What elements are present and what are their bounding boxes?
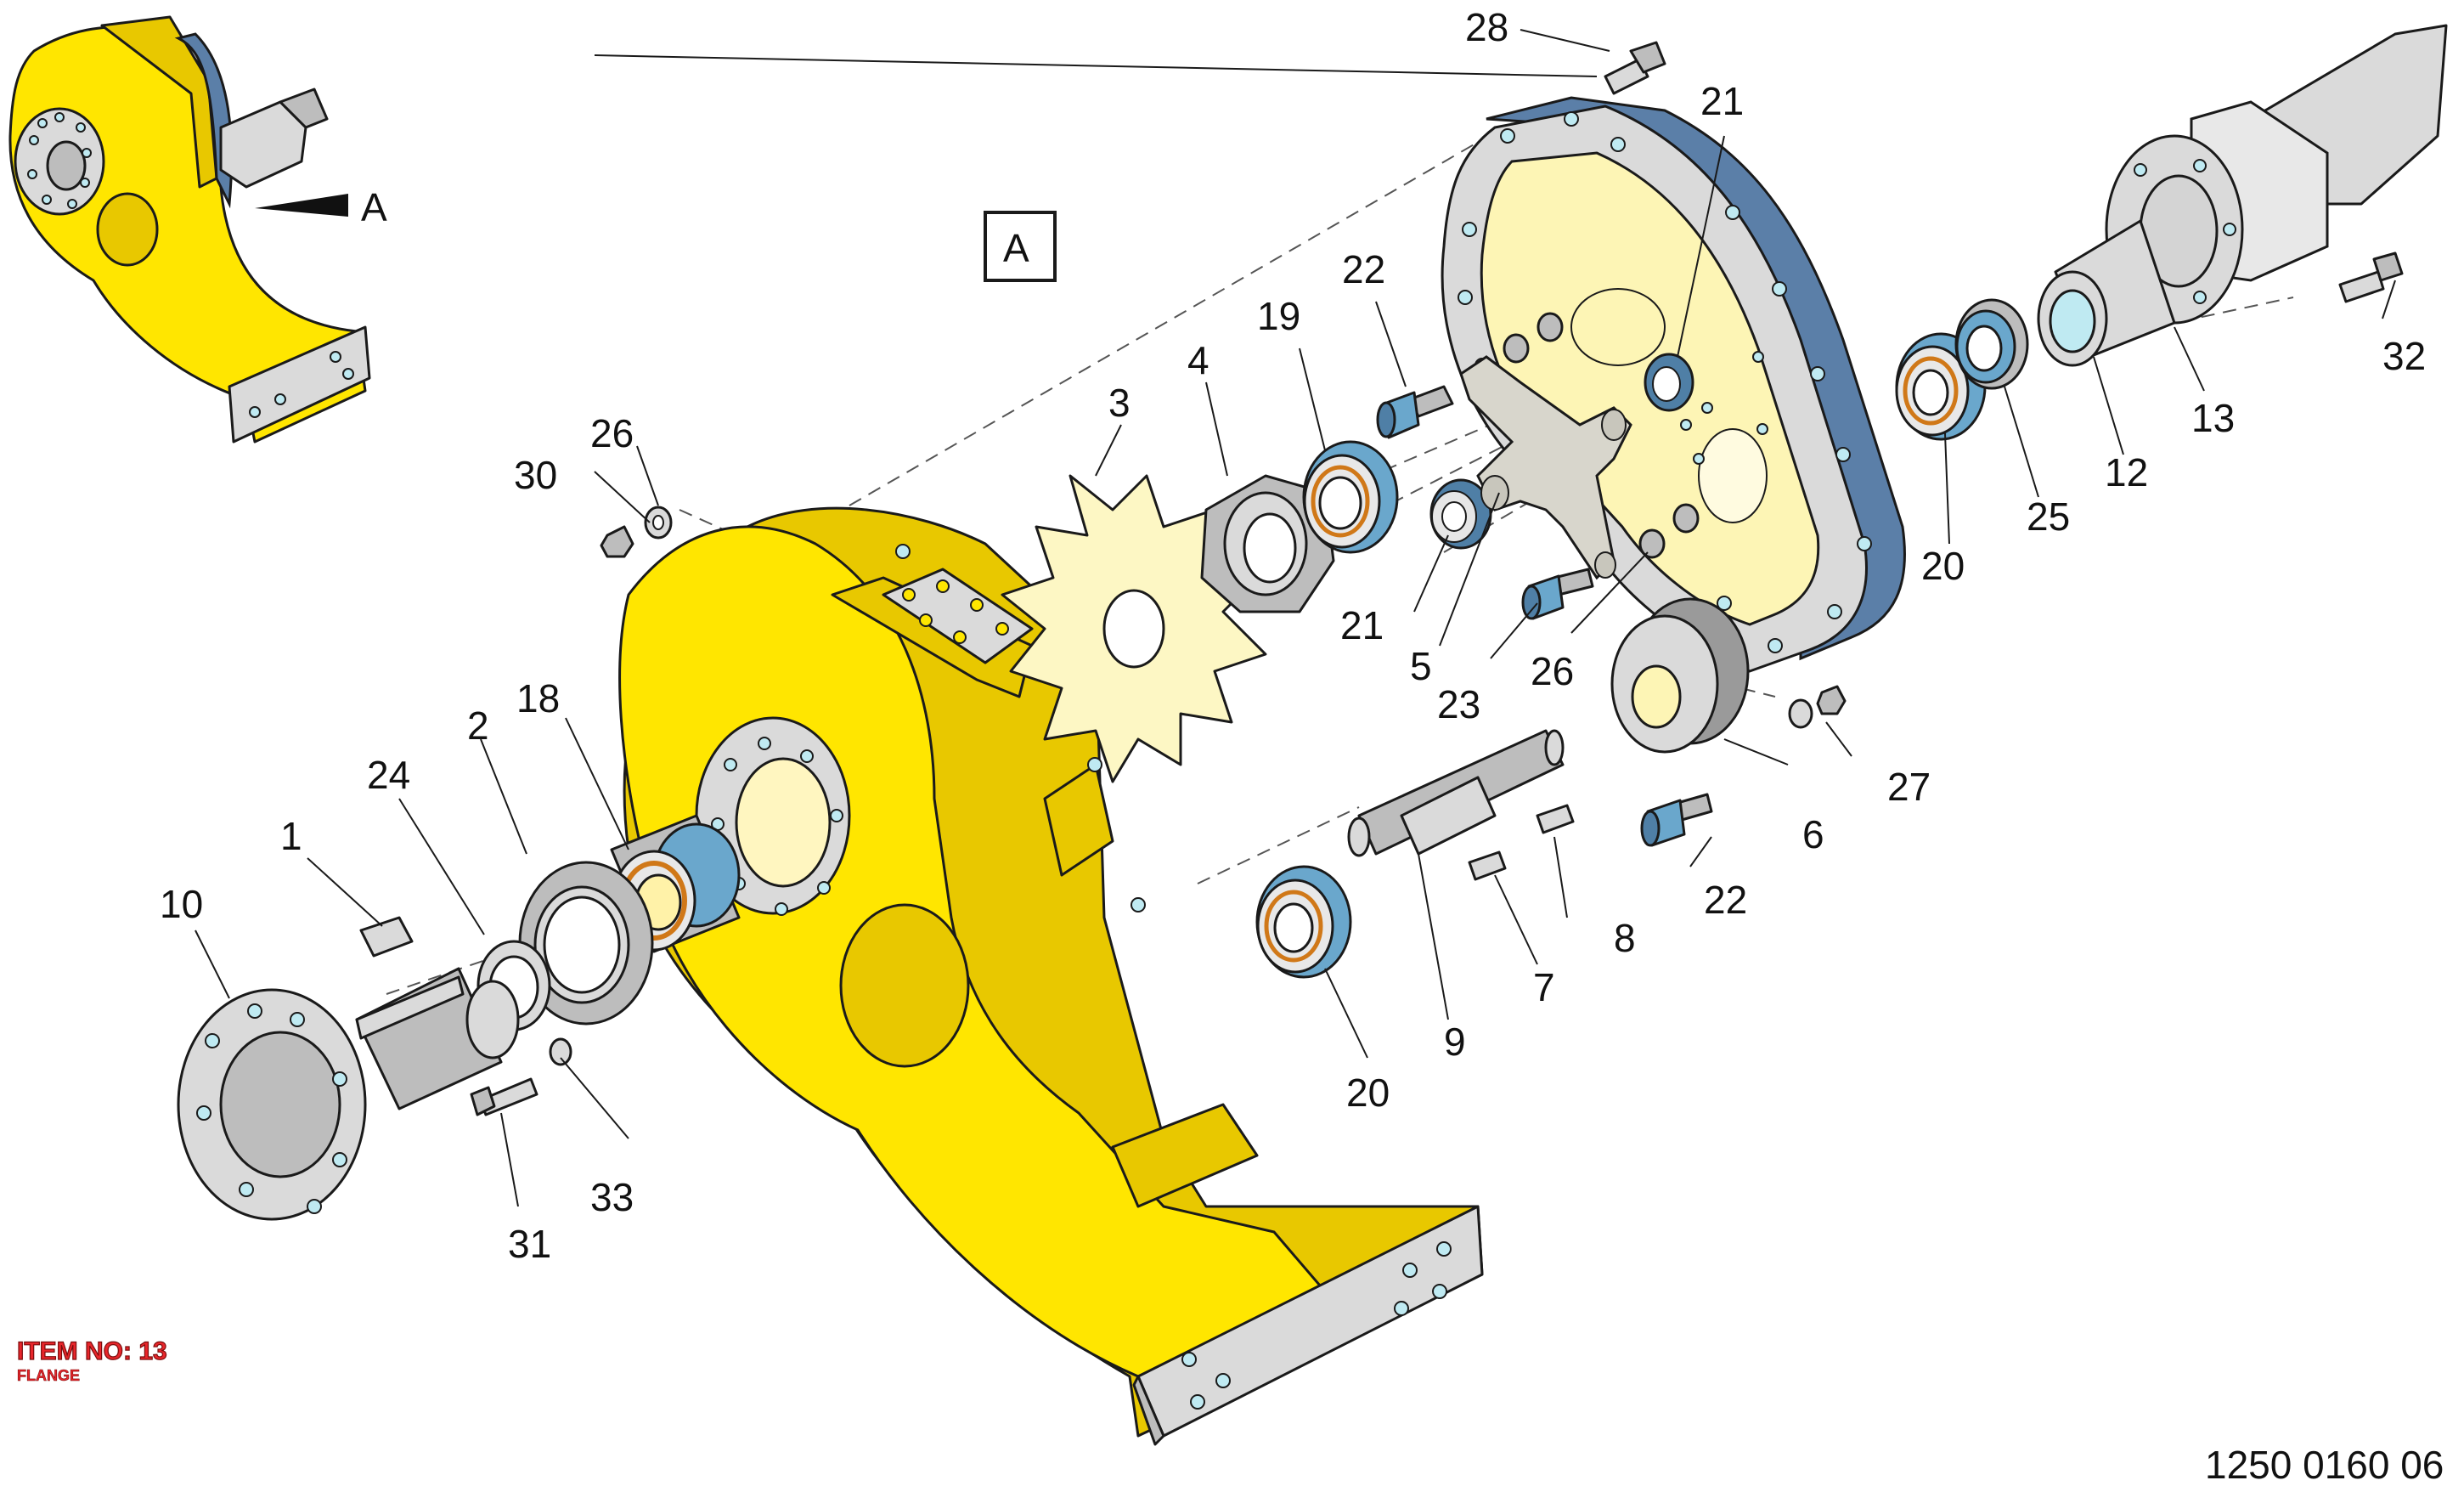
callout-12: 12 bbox=[2105, 450, 2148, 494]
bolt-part-31 bbox=[470, 1077, 538, 1116]
callout-30: 30 bbox=[514, 453, 557, 497]
callout-26-upper: 26 bbox=[590, 411, 634, 455]
callout-19: 19 bbox=[1257, 294, 1300, 338]
callout-2: 2 bbox=[467, 703, 489, 748]
callout-1: 1 bbox=[280, 814, 302, 858]
plug-part-23 bbox=[1521, 568, 1594, 620]
bearing-part-20-upper bbox=[1895, 332, 1987, 441]
document-number: 1250 0160 06 bbox=[2205, 1443, 2444, 1487]
item-note: ITEM NO: 13 FLANGE bbox=[16, 1336, 167, 1384]
callout-21-lower: 21 bbox=[1340, 603, 1384, 647]
callout-3: 3 bbox=[1108, 381, 1131, 425]
plug-part-22-lower bbox=[1640, 793, 1713, 847]
shaft-part-9 bbox=[1347, 729, 1565, 857]
callout-numbers: 1 2 3 4 5 6 7 8 9 10 12 13 18 19 20 20 2… bbox=[160, 5, 2426, 1266]
tensioner-arm-part-5 bbox=[1459, 355, 1632, 580]
callout-21-upper: 21 bbox=[1700, 79, 1744, 123]
callout-28: 28 bbox=[1465, 5, 1508, 49]
key-part-7 bbox=[1468, 850, 1507, 881]
key-part-1 bbox=[359, 916, 414, 958]
bolt-part-32 bbox=[2338, 251, 2404, 303]
plug-part-22-upper bbox=[1376, 385, 1454, 439]
cover-plate bbox=[1441, 96, 1906, 673]
inset-pointer-arrow bbox=[255, 194, 348, 217]
callout-22-lower: 22 bbox=[1704, 878, 1747, 922]
output-flange-part-13 bbox=[2105, 24, 2448, 325]
gear-housing bbox=[618, 506, 1484, 1446]
bearing-part-20-lower bbox=[1255, 865, 1352, 979]
callout-22-upper: 22 bbox=[1342, 247, 1385, 291]
callout-26-lower: 26 bbox=[1531, 649, 1574, 693]
callout-8: 8 bbox=[1614, 916, 1636, 960]
bearing-part-21-lower bbox=[1429, 478, 1492, 550]
detail-label-text: A bbox=[1003, 226, 1029, 270]
input-flange-part-10 bbox=[177, 967, 520, 1221]
bearing-part-19 bbox=[1302, 440, 1399, 554]
callout-32: 32 bbox=[2382, 334, 2426, 378]
callout-6: 6 bbox=[1802, 812, 1824, 856]
callout-20-lower: 20 bbox=[1346, 1071, 1390, 1115]
callout-5: 5 bbox=[1410, 644, 1432, 688]
callout-27: 27 bbox=[1887, 765, 1931, 809]
leader-lines bbox=[195, 29, 2396, 1207]
callout-7: 7 bbox=[1533, 965, 1555, 1009]
hub-part-12 bbox=[2037, 219, 2176, 367]
callout-13: 13 bbox=[2191, 396, 2235, 440]
key-part-8 bbox=[1536, 804, 1575, 834]
inset-label: A bbox=[361, 185, 387, 229]
callout-18: 18 bbox=[516, 676, 560, 720]
locknut-part-4 bbox=[1200, 474, 1335, 613]
bolt-part-28 bbox=[1604, 41, 1666, 95]
callout-9: 9 bbox=[1444, 1020, 1466, 1064]
item-note-subtitle: FLANGE bbox=[17, 1367, 80, 1384]
callout-20-upper: 20 bbox=[1921, 544, 1965, 588]
callout-24: 24 bbox=[367, 753, 410, 797]
callout-25: 25 bbox=[2027, 494, 2070, 539]
inset-assembly-view: A bbox=[8, 15, 387, 444]
item-note-title: ITEM NO: 13 bbox=[17, 1337, 167, 1365]
detail-view-label: A bbox=[984, 211, 1057, 282]
ring-part-2 bbox=[518, 861, 654, 1026]
callout-23: 23 bbox=[1437, 682, 1480, 726]
callout-33: 33 bbox=[590, 1175, 634, 1219]
callout-4: 4 bbox=[1187, 338, 1209, 382]
washer-nut-parts bbox=[549, 506, 1847, 1066]
idler-wheel-part-6 bbox=[1610, 597, 1750, 754]
sprocket-part-3 bbox=[1001, 474, 1267, 783]
seal-part-25 bbox=[1954, 298, 2029, 390]
callout-10: 10 bbox=[160, 882, 203, 926]
callout-31: 31 bbox=[508, 1222, 551, 1266]
